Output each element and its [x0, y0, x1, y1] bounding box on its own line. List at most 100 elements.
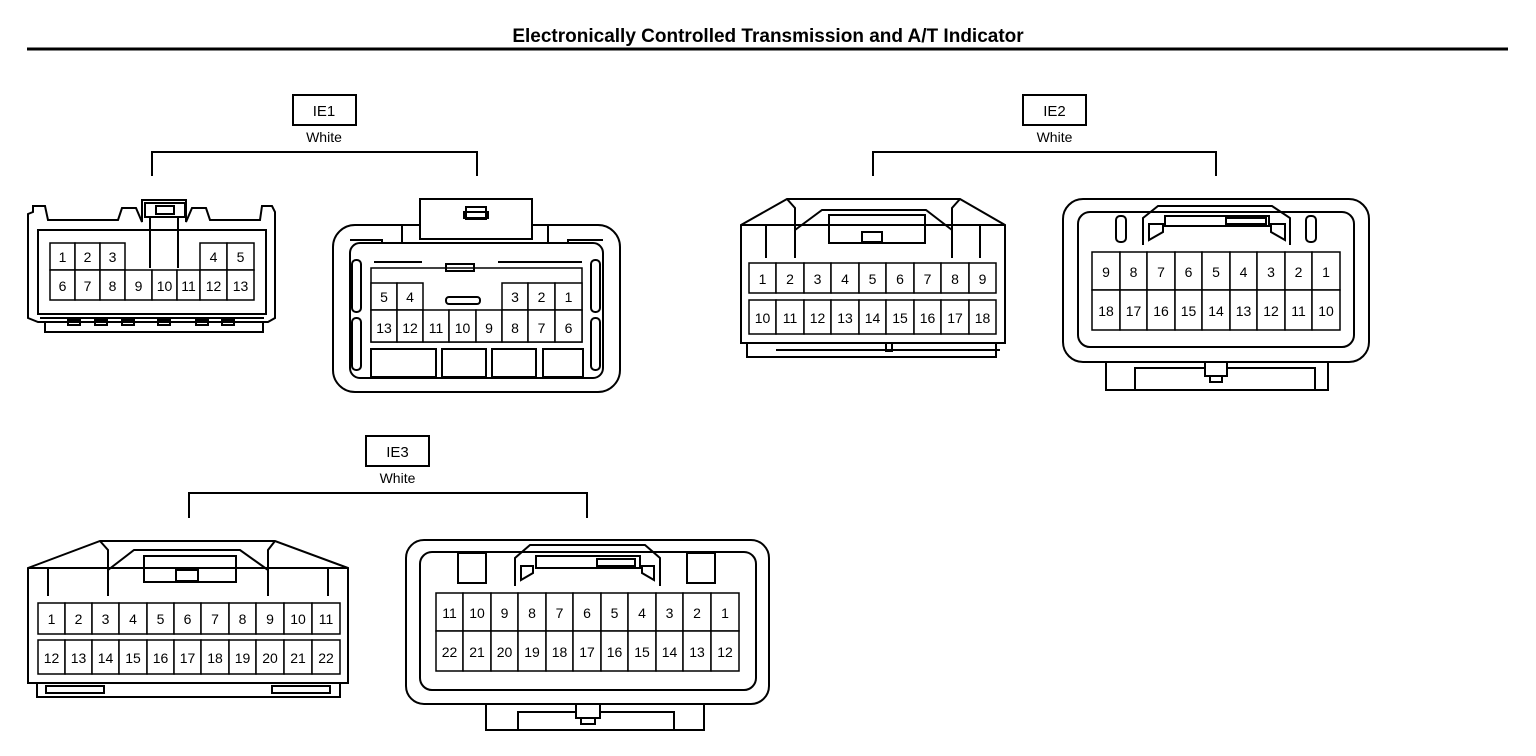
- connector-color: White: [306, 129, 342, 145]
- pin-1: 1: [759, 271, 767, 287]
- connector-name: IE1: [313, 103, 336, 120]
- pin-12: 12: [1263, 303, 1279, 319]
- pin-15: 15: [892, 310, 908, 326]
- pin-15: 15: [634, 644, 650, 660]
- pin-6: 6: [59, 278, 67, 294]
- pin-13: 13: [837, 310, 853, 326]
- pin-8: 8: [109, 278, 117, 294]
- pin-7: 7: [538, 320, 546, 336]
- pin-11: 11: [319, 611, 334, 627]
- pin-5: 5: [1212, 264, 1220, 280]
- pin-2: 2: [786, 271, 794, 287]
- pin-12: 12: [44, 650, 60, 666]
- pin-19: 19: [524, 644, 540, 660]
- pin-9: 9: [485, 320, 493, 336]
- connector-name-box: [1022, 94, 1087, 126]
- connector-name-box: [292, 94, 357, 126]
- pin-9: 9: [979, 271, 987, 287]
- pin-2: 2: [693, 605, 701, 621]
- connector-name-box: [365, 435, 430, 467]
- pin-13: 13: [376, 320, 392, 336]
- pin-7: 7: [556, 605, 564, 621]
- pin-4: 4: [406, 289, 414, 305]
- pin-2: 2: [1295, 264, 1303, 280]
- pin-20: 20: [497, 644, 513, 660]
- pin-3: 3: [511, 289, 519, 305]
- pin-5: 5: [869, 271, 877, 287]
- pin-11: 11: [442, 605, 457, 621]
- pin-7: 7: [1157, 264, 1165, 280]
- pin-3: 3: [1267, 264, 1275, 280]
- pin-14: 14: [662, 644, 678, 660]
- connector-bracket: [872, 151, 1217, 176]
- pin-10: 10: [469, 605, 485, 621]
- pin-15: 15: [125, 650, 141, 666]
- pin-6: 6: [896, 271, 904, 287]
- pin-6: 6: [565, 320, 573, 336]
- pin-18: 18: [1098, 303, 1114, 319]
- female-pin-grid: 5 4 3 2 1 13 12 11 10 9 8 7 6: [370, 263, 583, 343]
- pin-3: 3: [666, 605, 674, 621]
- pin-10: 10: [455, 320, 471, 336]
- male-pin-grid: 1 2 3 4 5 6 7 8 9 10 11 12 13: [37, 602, 341, 675]
- pin-10: 10: [1318, 303, 1334, 319]
- pin-12: 12: [717, 644, 733, 660]
- pin-7: 7: [84, 278, 92, 294]
- pin-12: 12: [402, 320, 418, 336]
- pin-8: 8: [528, 605, 536, 621]
- pin-11: 11: [429, 320, 444, 336]
- pin-8: 8: [239, 611, 247, 627]
- pin-2: 2: [75, 611, 83, 627]
- pin-10: 10: [157, 278, 173, 294]
- female-pin-grid: 11 10 9 8 7 6 5 4 3 2 1 22 21: [435, 592, 740, 672]
- pin-7: 7: [211, 611, 219, 627]
- pin-8: 8: [951, 271, 959, 287]
- connector-color: White: [1037, 129, 1073, 145]
- pin-9: 9: [501, 605, 509, 621]
- pin-21: 21: [290, 650, 306, 666]
- pin-20: 20: [262, 650, 278, 666]
- pin-2: 2: [538, 289, 546, 305]
- connector-name: IE3: [386, 444, 409, 461]
- pin-8: 8: [511, 320, 519, 336]
- pin-15: 15: [1181, 303, 1197, 319]
- pin-3: 3: [102, 611, 110, 627]
- pin-7: 7: [924, 271, 932, 287]
- pin-3: 3: [814, 271, 822, 287]
- connector-bracket: [151, 151, 478, 176]
- connector-color: White: [380, 470, 416, 486]
- pin-1: 1: [59, 249, 67, 265]
- pin-9: 9: [135, 278, 143, 294]
- pin-16: 16: [607, 644, 623, 660]
- pin-11: 11: [783, 310, 798, 326]
- pin-6: 6: [583, 605, 591, 621]
- pin-1: 1: [1322, 264, 1330, 280]
- pin-11: 11: [1291, 303, 1306, 319]
- pin-12: 12: [206, 278, 222, 294]
- pin-2: 2: [84, 249, 92, 265]
- pin-14: 14: [1208, 303, 1224, 319]
- pin-5: 5: [380, 289, 388, 305]
- pin-4: 4: [638, 605, 646, 621]
- pin-17: 17: [947, 310, 963, 326]
- pin-16: 16: [1153, 303, 1169, 319]
- pin-5: 5: [157, 611, 165, 627]
- pin-1: 1: [48, 611, 56, 627]
- pin-13: 13: [689, 644, 705, 660]
- pin-5: 5: [611, 605, 619, 621]
- pin-21: 21: [469, 644, 485, 660]
- pin-22: 22: [318, 650, 334, 666]
- pin-9: 9: [266, 611, 274, 627]
- pin-18: 18: [207, 650, 223, 666]
- male-pin-grid: 1 2 3 4 5 6 7 8 9 10 11 12 13: [748, 262, 997, 335]
- pin-9: 9: [1102, 264, 1110, 280]
- pin-4: 4: [129, 611, 137, 627]
- pin-3: 3: [109, 249, 117, 265]
- pin-18: 18: [552, 644, 568, 660]
- pin-10: 10: [755, 310, 771, 326]
- pin-12: 12: [810, 310, 826, 326]
- pin-22: 22: [442, 644, 458, 660]
- pin-4: 4: [1240, 264, 1248, 280]
- pin-16: 16: [920, 310, 936, 326]
